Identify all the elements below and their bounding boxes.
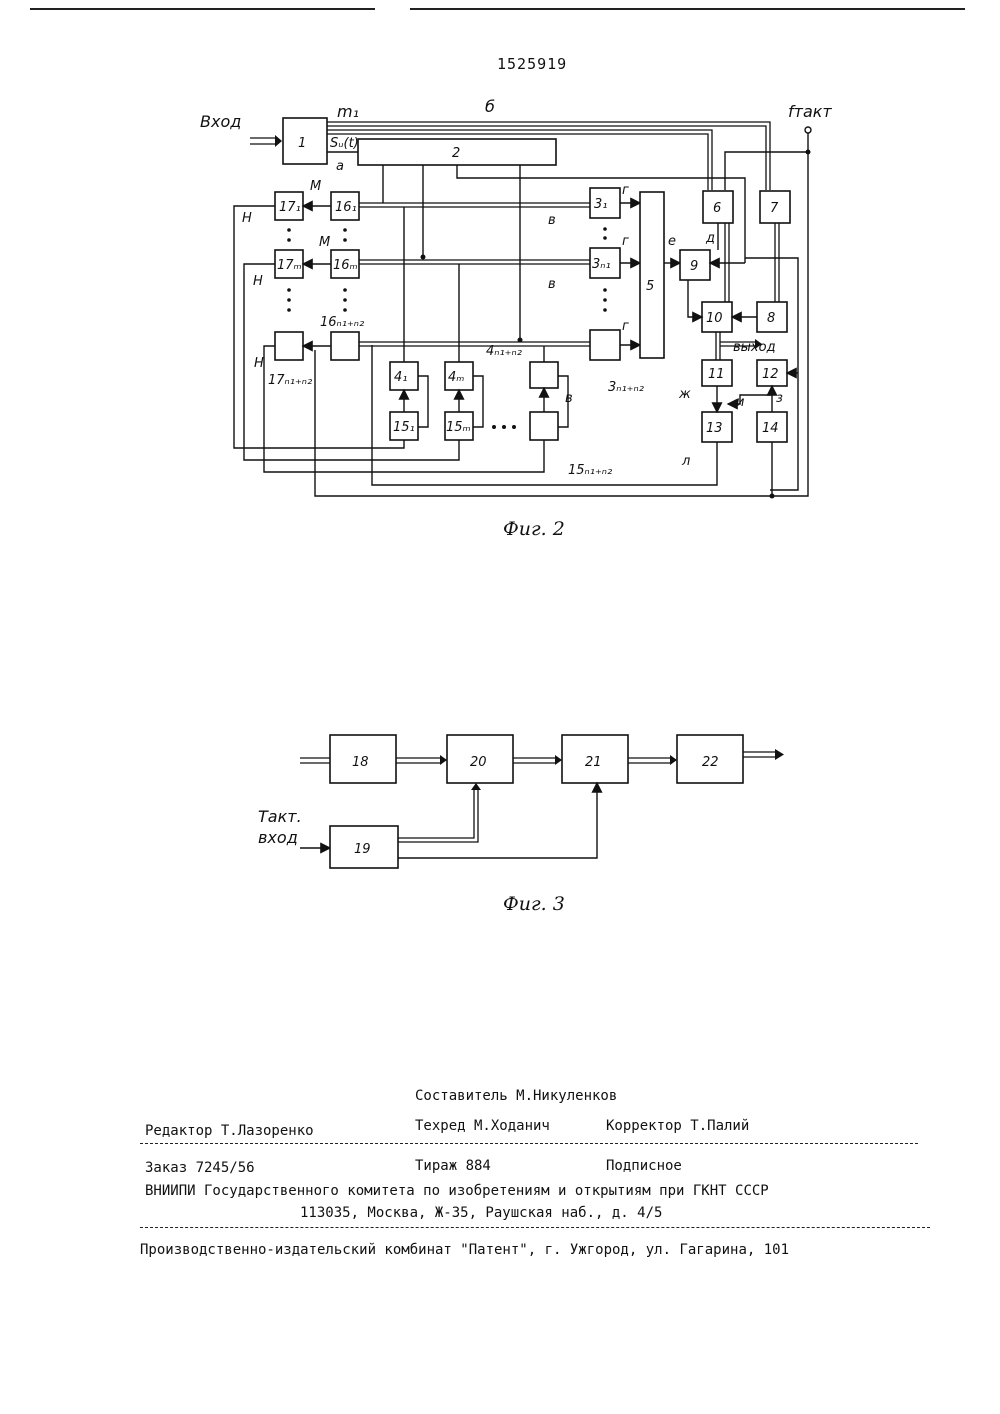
block-4-last (530, 362, 558, 388)
signal-v-3: в (565, 391, 573, 406)
block-15-last (530, 412, 558, 440)
signal-i: и (736, 395, 744, 410)
org-line-2: 113035, Москва, Ж-35, Раушская наб., д. … (300, 1205, 662, 1221)
fig3-caption: Фиг. 3 (503, 893, 565, 915)
output-label: выход (733, 340, 776, 355)
block-9-label: 9 (690, 259, 698, 274)
block-3-1-label: 3₁ (594, 197, 607, 212)
signal-m-2: М (319, 235, 330, 250)
fig3-diagram: 18 20 21 22 Такт. вход 19 Фиг. 3 (258, 735, 784, 915)
block-15-last-label: 15ₙ₁₊ₙ₂ (568, 463, 612, 478)
block-18-label: 18 (352, 755, 369, 770)
block-5 (640, 192, 664, 358)
block-16-last (331, 332, 359, 360)
signal-b: б (485, 97, 495, 116)
bus-row-2 (359, 260, 590, 264)
block-13-label: 13 (706, 421, 723, 436)
signal-d: д (705, 231, 715, 246)
fig3-input-arrow (300, 758, 330, 763)
block-17-m-label: 17ₘ (277, 258, 302, 273)
block-10-label: 10 (706, 311, 723, 326)
signal-s: Sᵤ(t) (330, 136, 359, 151)
signal-v-1: в (548, 213, 556, 228)
wire-4-m-loop (473, 376, 483, 427)
signal-m-1: М (310, 179, 321, 194)
block-7-label: 7 (770, 201, 779, 216)
clock-line (315, 133, 808, 496)
block-4-m-label: 4ₘ (448, 370, 464, 385)
signal-v-2: в (548, 277, 556, 292)
input-label: Вход (200, 112, 241, 131)
block-4-last-label: 4ₙ₁₊ₙ₂ (486, 344, 522, 359)
block-17-last (275, 332, 303, 360)
block-17-last-label: 17ₙ₁₊ₙ₂ (268, 373, 312, 388)
subscription: Подписное (606, 1158, 682, 1174)
wire-17-m-to-15-m (244, 264, 459, 460)
wire-19-to-21 (398, 783, 597, 858)
signal-g-2: г (622, 234, 629, 249)
rule-1 (140, 1143, 918, 1144)
corrector: Корректор Т.Палий (606, 1118, 749, 1134)
signal-l: л (681, 454, 690, 469)
block-22-label: 22 (702, 755, 719, 770)
block-12-label: 12 (762, 367, 779, 382)
bus-19-to-20 (398, 790, 478, 842)
techred: Техред М.Ходанич (415, 1118, 550, 1134)
signal-a: а (336, 159, 344, 174)
clock-label: fтакт (788, 102, 832, 121)
block-3-last-label: 3ₙ₁₊ₙ₂ (608, 380, 644, 395)
block-21-label: 21 (585, 755, 602, 770)
clock-input-label-2: вход (258, 828, 298, 847)
bus-row-1 (359, 203, 590, 207)
block-16-m-label: 16ₘ (333, 258, 358, 273)
block-3-n1-label: 3ₙ₁ (592, 257, 611, 272)
circulation: Тираж 884 (415, 1158, 491, 1174)
signal-g-3: г (622, 319, 629, 334)
block-4-1-label: 4₁ (394, 370, 407, 385)
fig2-diagram: Вход 1 m₁ Sᵤ(t) а б 2 fтакт 6 7 д (200, 97, 832, 540)
block-19-label: 19 (354, 842, 371, 857)
block-14-label: 14 (762, 421, 779, 436)
block-3-last (590, 330, 620, 360)
signal-e: е (668, 234, 676, 249)
bus-10-to-11 (716, 332, 720, 360)
signal-n-1: Н (242, 211, 252, 226)
block-17-1-label: 17₁ (279, 200, 301, 215)
block-2-label: 2 (452, 146, 460, 161)
block-15-1-label: 15₁ (393, 420, 415, 435)
org-line-1: ВНИИПИ Государственного комитета по изоб… (145, 1183, 769, 1199)
clock-input-label-1: Такт. (258, 807, 302, 826)
bus-row-3 (359, 342, 590, 346)
signal-n-2: Н (253, 274, 263, 289)
wire-4-1-loop (418, 376, 428, 427)
fig2-caption: Фиг. 2 (503, 518, 565, 540)
block-15-m-label: 15ₘ (446, 420, 471, 435)
block-1-label: 1 (298, 136, 306, 151)
signal-g-1: г (622, 183, 629, 198)
bus-7-to-8 (775, 223, 779, 302)
block-5-label: 5 (646, 279, 654, 294)
signal-m1: m₁ (337, 102, 359, 121)
signal-n-3: Н (254, 356, 264, 371)
signal-zh: ж (678, 387, 691, 402)
editor: Редактор Т.Лазоренко (145, 1123, 314, 1139)
block-16-last-label: 16ₙ₁₊ₙ₂ (320, 315, 364, 330)
block-20-label: 20 (470, 755, 487, 770)
printer: Производственно-издательский комбинат "П… (140, 1242, 789, 1258)
clock-terminal (805, 127, 811, 133)
block-8-label: 8 (767, 311, 775, 326)
block-11-label: 11 (708, 367, 725, 382)
order: Заказ 7245/56 (145, 1160, 255, 1176)
block-16-1-label: 16₁ (335, 200, 357, 215)
signal-z: з (776, 391, 783, 406)
rule-2 (140, 1227, 930, 1228)
compiler: Составитель М.Никуленков (415, 1088, 617, 1104)
input-arrow (250, 138, 275, 144)
block-6-label: 6 (713, 201, 721, 216)
